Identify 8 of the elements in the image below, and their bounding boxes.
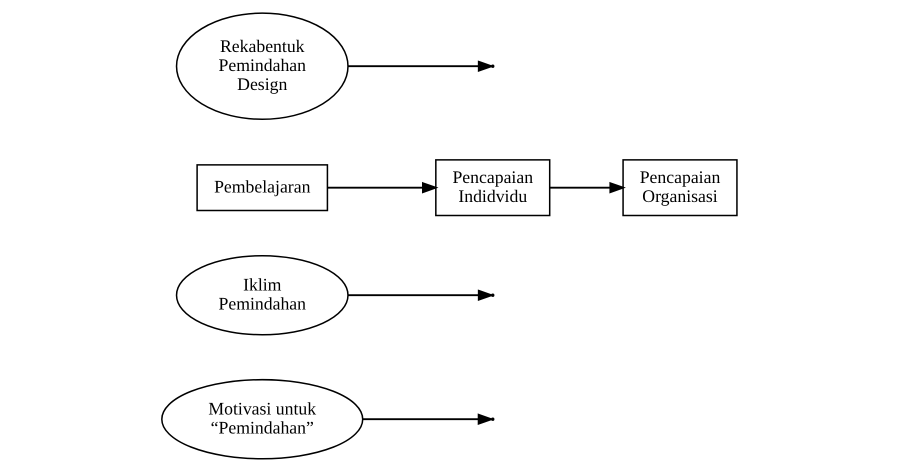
node-ellipse: Rekabentuk Pemindahan Design [175, 12, 348, 120]
node-box: Pencapaian Indidvidu [434, 159, 550, 216]
node-box: Pembelajaran [196, 164, 328, 212]
node-ellipse: Motivasi untuk “Pemindahan” [160, 378, 363, 460]
arrow [549, 182, 626, 194]
node-ellipse: Iklim Pemindahan [175, 254, 348, 336]
arrow [327, 182, 438, 194]
node-box: Pencapaian Organisasi [622, 159, 738, 216]
